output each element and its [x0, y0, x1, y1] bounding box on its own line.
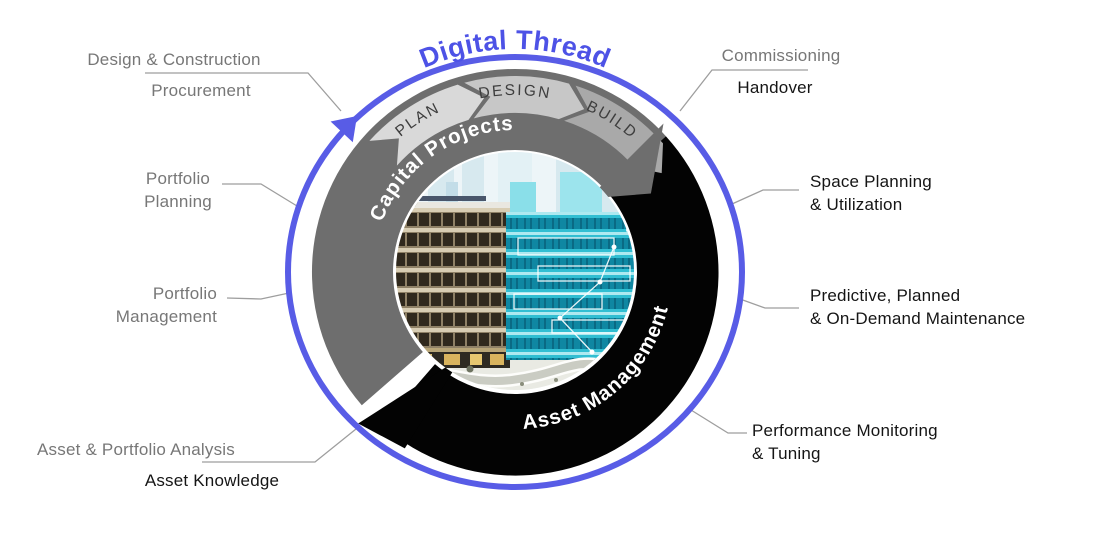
design-chevron	[464, 76, 585, 120]
callout-portfolio-planning: Portfolio Planning	[63, 167, 293, 213]
callout-text: Handover	[737, 78, 813, 97]
connector-predictive	[739, 298, 799, 309]
connector-commissioning	[679, 69, 808, 112]
callout-design-construction: Design & Construction	[58, 48, 290, 71]
callout-text: Portfolio	[145, 169, 211, 188]
callout-text: & Utilization	[810, 195, 903, 214]
callout-text: Procurement	[151, 81, 251, 100]
callout-text: & On-Demand Maintenance	[810, 309, 1026, 328]
callout-text: Commissioning	[721, 46, 841, 65]
callout-performance-monitoring: Performance Monitoring & Tuning	[752, 419, 938, 465]
plan-chevron	[369, 84, 485, 166]
diagram-title: Digital Thread	[415, 25, 615, 74]
callout-predictive-maintenance: Predictive, Planned & On-Demand Maintena…	[810, 284, 1025, 330]
phase-label-design: DESIGN	[477, 82, 552, 103]
callout-text: Design & Construction	[87, 50, 261, 69]
callout-commissioning: Commissioning	[665, 44, 897, 67]
connector-portfolio-planning	[222, 183, 298, 207]
callout-portfolio-management: Portfolio Management	[0, 282, 217, 328]
connector-asset-analysis	[202, 428, 357, 463]
callout-text: Performance Monitoring	[752, 421, 938, 440]
callout-text: Portfolio	[152, 284, 217, 303]
asset-management-arc	[381, 136, 719, 476]
connector-design-construction	[145, 72, 342, 112]
callout-text: Predictive, Planned	[810, 286, 961, 305]
callout-procurement: Procurement	[85, 79, 317, 102]
callout-text: Space Planning	[810, 172, 932, 191]
callout-connectors	[145, 69, 808, 463]
callout-space-planning: Space Planning & Utilization	[810, 170, 932, 216]
digital-twin-building	[506, 172, 634, 360]
callout-text: Planning	[144, 192, 212, 211]
callout-asset-knowledge: Asset Knowledge	[96, 469, 328, 492]
callout-text: Asset Knowledge	[144, 471, 280, 490]
digital-thread-ring	[285, 54, 745, 490]
callout-text: Asset & Portfolio Analysis	[37, 440, 235, 459]
connector-performance	[690, 409, 747, 434]
connector-space-planning	[731, 189, 799, 205]
thread-flow-arrow-icon	[330, 116, 357, 143]
connector-portfolio-management	[226, 292, 290, 300]
callout-asset-portfolio-analysis: Asset & Portfolio Analysis	[20, 438, 252, 461]
callout-text: Management	[115, 307, 217, 326]
callout-text: & Tuning	[752, 444, 821, 463]
capital-flow-arrow-icon	[588, 123, 664, 199]
asset-flow-arrow-icon	[358, 356, 462, 449]
callout-handover: Handover	[659, 76, 891, 99]
